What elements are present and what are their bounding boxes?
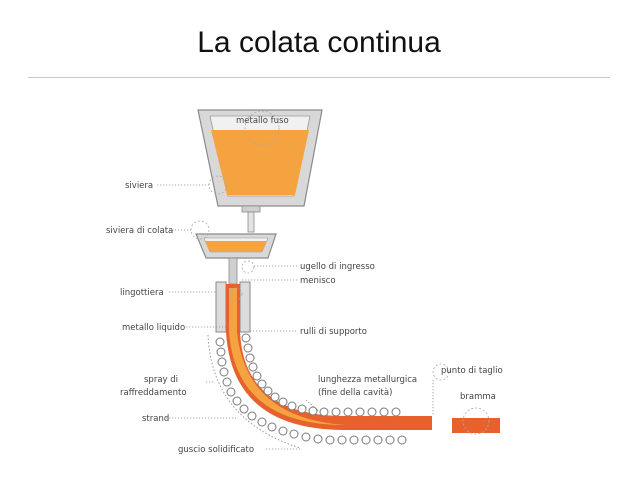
molten-metal-ladle — [211, 130, 309, 195]
page-title: La colata continua — [197, 26, 441, 59]
spray-arc — [207, 334, 301, 449]
molten-metal-tundish — [205, 241, 267, 252]
label-bramma: bramma — [460, 392, 496, 402]
label-menisco: menisco — [300, 276, 336, 286]
label-metallo-liquido: metallo liquido — [122, 323, 185, 333]
ladle — [197, 109, 323, 233]
label-ugello-di-ingresso: ugello di ingresso — [300, 262, 375, 272]
label-siviera-di-colata: siviera di colata — [106, 226, 173, 236]
label-spray-line1: spray di — [144, 375, 178, 385]
label-punto-di-taglio: punto di taglio — [441, 366, 503, 376]
strand-body — [226, 284, 432, 430]
title-divider — [28, 77, 610, 78]
label-guscio-solidificato: guscio solidificato — [178, 445, 254, 455]
label-lunghezza-line1: lunghezza metallurgica — [318, 375, 417, 385]
label-lunghezza-line2: (fine della cavità) — [318, 388, 392, 398]
label-spray-line2: raffreddamento — [120, 388, 187, 398]
support-rollers — [215, 333, 407, 445]
label-lingottiera: lingottiera — [120, 288, 164, 298]
label-metallo-fuso: metallo fuso — [236, 116, 289, 126]
label-strand: strand — [142, 414, 169, 424]
label-rulli-di-supporto: rulli di supporto — [300, 327, 367, 337]
slab — [452, 418, 500, 433]
label-siviera: siviera — [125, 181, 153, 191]
leader-lines — [157, 184, 434, 450]
